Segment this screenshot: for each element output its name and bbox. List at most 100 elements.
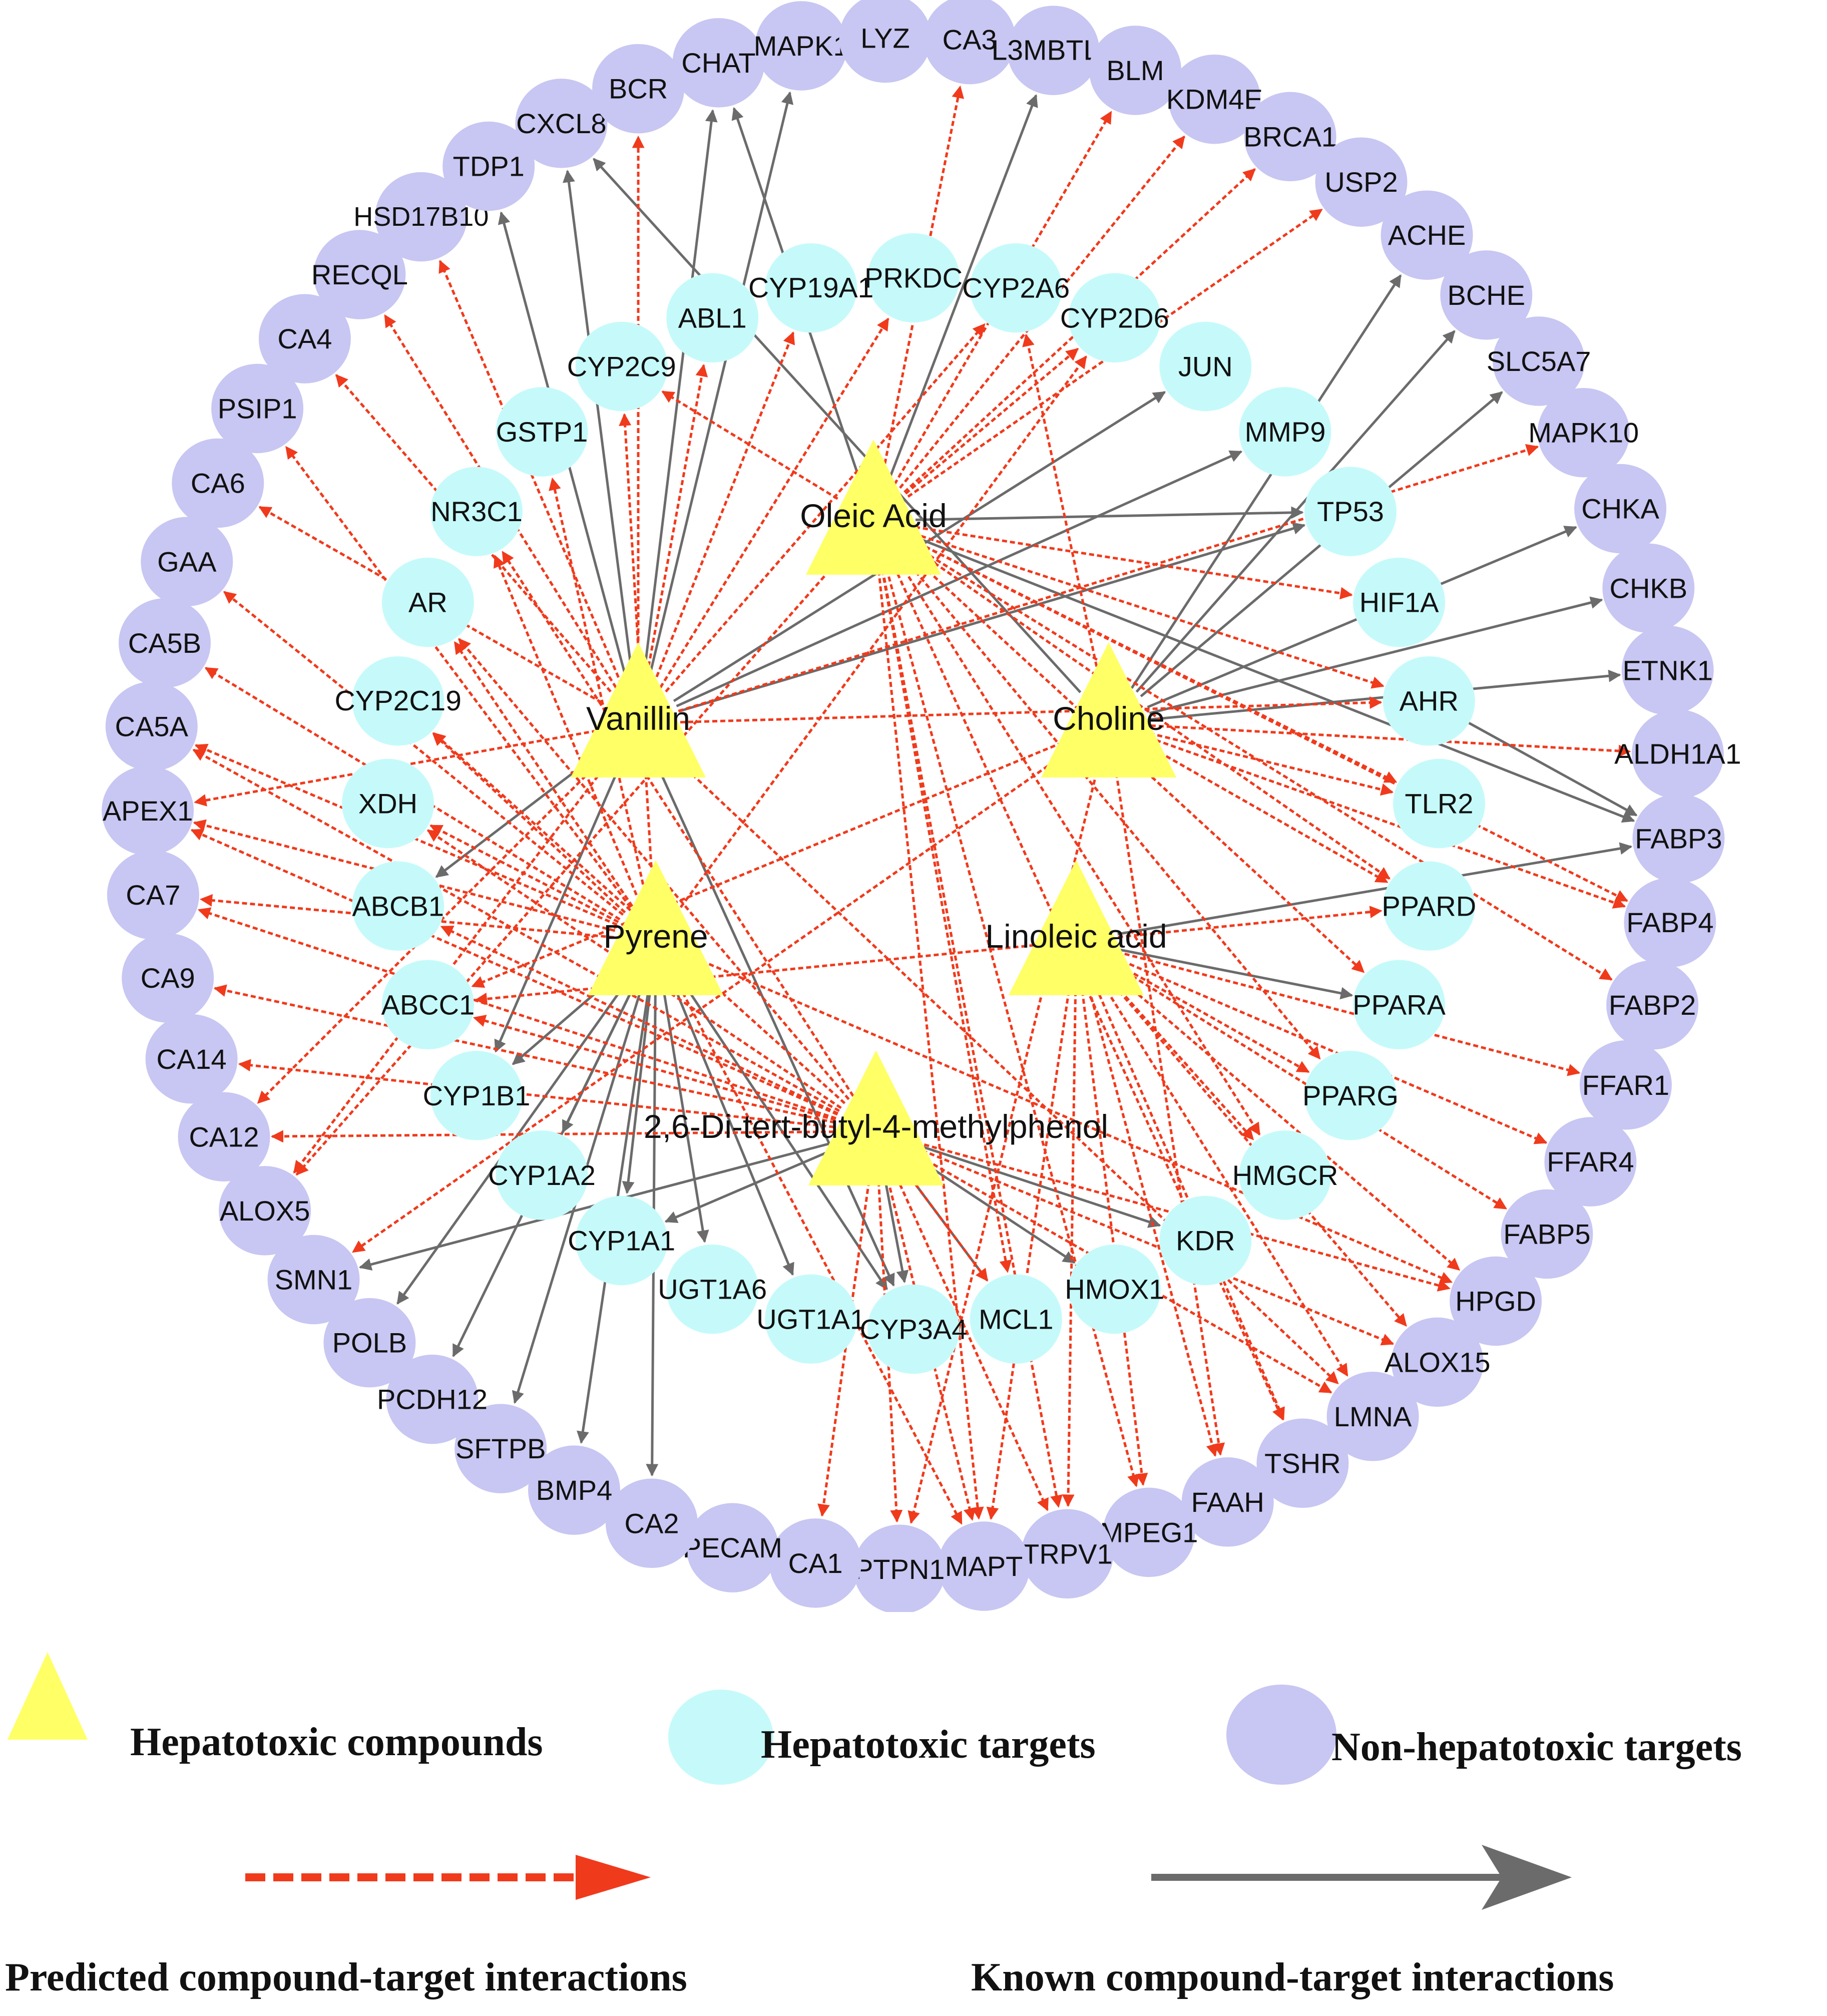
outer-node-lmna: LMNA: [1326, 1372, 1419, 1461]
outer-node-pcdh12: PCDH12: [377, 1354, 488, 1444]
predicted-edge-oleic-acid-to-ahr: [913, 532, 1385, 689]
outer-node-hpgd: HPGD: [1450, 1256, 1542, 1346]
inner-circle: [970, 1274, 1062, 1364]
known-edge-2-6-di-tert-butyl-4-methylphenol-to-kdr: [915, 1143, 1161, 1228]
outer-node-fabp5: FABP5: [1501, 1189, 1593, 1279]
inner-node-kdr: KDR: [1159, 1195, 1252, 1286]
outer-node-etnk1: ETNK1: [1621, 625, 1714, 715]
outer-node-chat: CHAT: [672, 18, 765, 108]
compound-label: Linoleic acid: [985, 918, 1167, 955]
outer-node-mapk10: MAPK10: [1528, 387, 1639, 478]
predicted-edge-oleic-acid-to-ca3: [880, 85, 965, 480]
outer-node-tshr: TSHR: [1256, 1418, 1349, 1508]
predicted-edge-oleic-acid-to-hmgcr: [894, 555, 1261, 1136]
inner-node-ugt1a1: UGT1A1: [756, 1274, 865, 1364]
outer-node-ca6: CA6: [172, 438, 264, 528]
outer-label: APEX1: [103, 795, 193, 827]
inner-circle: [352, 861, 444, 951]
inner-label: PPARD: [1382, 890, 1476, 922]
predicted-edge-vanillin-to-lmna: [668, 751, 1339, 1385]
legend-hepatotoxic-circle: [668, 1690, 773, 1785]
outer-label: TSHR: [1264, 1447, 1340, 1479]
inner-circle: [1383, 656, 1475, 746]
outer-circle: [938, 1521, 1030, 1611]
outer-label: GAA: [157, 546, 217, 577]
predicted-edge-2-6-di-tert-butyl-4-methylphenol-to-ca5a: [192, 748, 840, 1112]
outer-label: CA7: [126, 879, 180, 911]
outer-node-ca5a: CA5A: [105, 681, 198, 771]
predicted-edge-2-6-di-tert-butyl-4-methylphenol-to-trpv1: [892, 1169, 1049, 1511]
outer-circle: [853, 1524, 946, 1612]
outer-circle: [375, 172, 468, 262]
outer-node-mapk1: MAPK1: [754, 1, 849, 91]
inner-label: MCL1: [979, 1303, 1053, 1335]
predicted-edge-vanillin-to-ca12: [257, 752, 610, 1104]
predicted-edge-linoleic-acid-to-mpeg1: [1080, 983, 1148, 1486]
predicted-edge-pyrene-to-mapt: [674, 978, 963, 1525]
inner-circle: [1304, 467, 1397, 556]
inner-circle: [765, 243, 857, 333]
predicted-edge-linoleic-acid-to-abcc1: [475, 944, 1035, 1005]
inner-circle: [867, 233, 960, 323]
predicted-edge-pyrene-to-nr3c1: [494, 554, 641, 903]
predicted-edge-oleic-acid-to-mapt: [876, 562, 984, 1520]
predicted-edge-choline-to-abcc1: [471, 738, 1071, 988]
compound-label: 2,6-Di-tert-butyl-4-methylphenol: [644, 1108, 1108, 1145]
outer-circle: [769, 1518, 862, 1608]
predicted-edge-2-6-di-tert-butyl-4-methylphenol-to-apex1: [190, 829, 838, 1116]
inner-node-cyp19a1: CYP19A1: [748, 243, 873, 333]
compound-label: Oleic Acid: [800, 497, 947, 534]
predicted-edge-vanillin-to-ahr: [680, 696, 1383, 724]
outer-label: CA5B: [128, 627, 201, 659]
outer-node-bche: BCHE: [1440, 250, 1533, 340]
outer-circle: [105, 681, 198, 771]
inner-circle: [381, 960, 474, 1050]
outer-circle: [1326, 1372, 1419, 1461]
inner-circle: [666, 273, 759, 363]
predicted-edge-2-6-di-tert-butyl-4-methylphenol-to-abcc1: [473, 1014, 836, 1121]
outer-node-mpeg1: MPEG1: [1100, 1487, 1198, 1577]
compound-node-choline: Choline: [1041, 642, 1176, 777]
inner-circle: [867, 1284, 960, 1374]
outer-circle: [839, 0, 932, 83]
known-edge-pyrene-to-cyp1a1: [622, 983, 652, 1194]
outer-node-smn1: SMN1: [267, 1235, 360, 1325]
inner-label: KDR: [1176, 1225, 1235, 1257]
known-edge-oleic-acid-to-tp53: [915, 506, 1304, 521]
outer-node-kdm4e: KDM4E: [1166, 54, 1263, 144]
compound-triangle: [571, 642, 706, 777]
predicted-edge-2-6-di-tert-butyl-4-methylphenol-to-ptpn1: [877, 1173, 903, 1523]
outer-circle: [1631, 709, 1724, 799]
known-edge-vanillin-to-mmp9: [676, 450, 1243, 707]
known-edge-choline-to-bche: [1135, 330, 1456, 693]
outer-label: MAPK1: [754, 30, 849, 62]
outer-node-ptpn1: PTPN1: [853, 1524, 946, 1612]
inner-node-tlr2: TLR2: [1393, 758, 1485, 849]
inner-circle: [1353, 960, 1446, 1050]
inner-node-jun: JUN: [1159, 321, 1252, 412]
outer-label: CA14: [157, 1043, 227, 1075]
outer-label: CHKB: [1610, 572, 1688, 604]
outer-label: BCR: [609, 73, 668, 105]
known-edge-2-6-di-tert-butyl-4-methylphenol-to-hmox1: [910, 1153, 1076, 1264]
outer-circle: [1606, 960, 1699, 1050]
outer-circle: [686, 1503, 779, 1592]
compound-node-2-6-di-tert-butyl-4-methylphenol: 2,6-Di-tert-butyl-4-methylphenol: [644, 1050, 1108, 1185]
known-edge-vanillin-to-cyp3a4: [654, 761, 895, 1287]
outer-node-psip1: PSIP1: [211, 363, 304, 454]
inner-circle: [1239, 387, 1331, 477]
inner-node-hmgcr: HMGCR: [1232, 1130, 1338, 1220]
predicted-edge-vanillin-to-cyp2a6: [665, 323, 986, 693]
outer-node-ca3: CA3: [924, 0, 1016, 85]
outer-circle: [1624, 878, 1716, 967]
outer-circle: [141, 517, 233, 607]
outer-label: FABP2: [1609, 989, 1696, 1021]
outer-node-lyz: LYZ: [839, 0, 932, 83]
predicted-edge-pyrene-to-cyp2d6: [679, 355, 1087, 908]
outer-node-recql: RECQL: [311, 230, 408, 319]
outer-node-blm: BLM: [1089, 26, 1181, 115]
predicted-edge-oleic-acid-to-ppard: [907, 543, 1391, 880]
inner-node-ppard: PPARD: [1382, 861, 1476, 951]
outer-node-hsd17b10: HSD17B10: [353, 172, 489, 262]
